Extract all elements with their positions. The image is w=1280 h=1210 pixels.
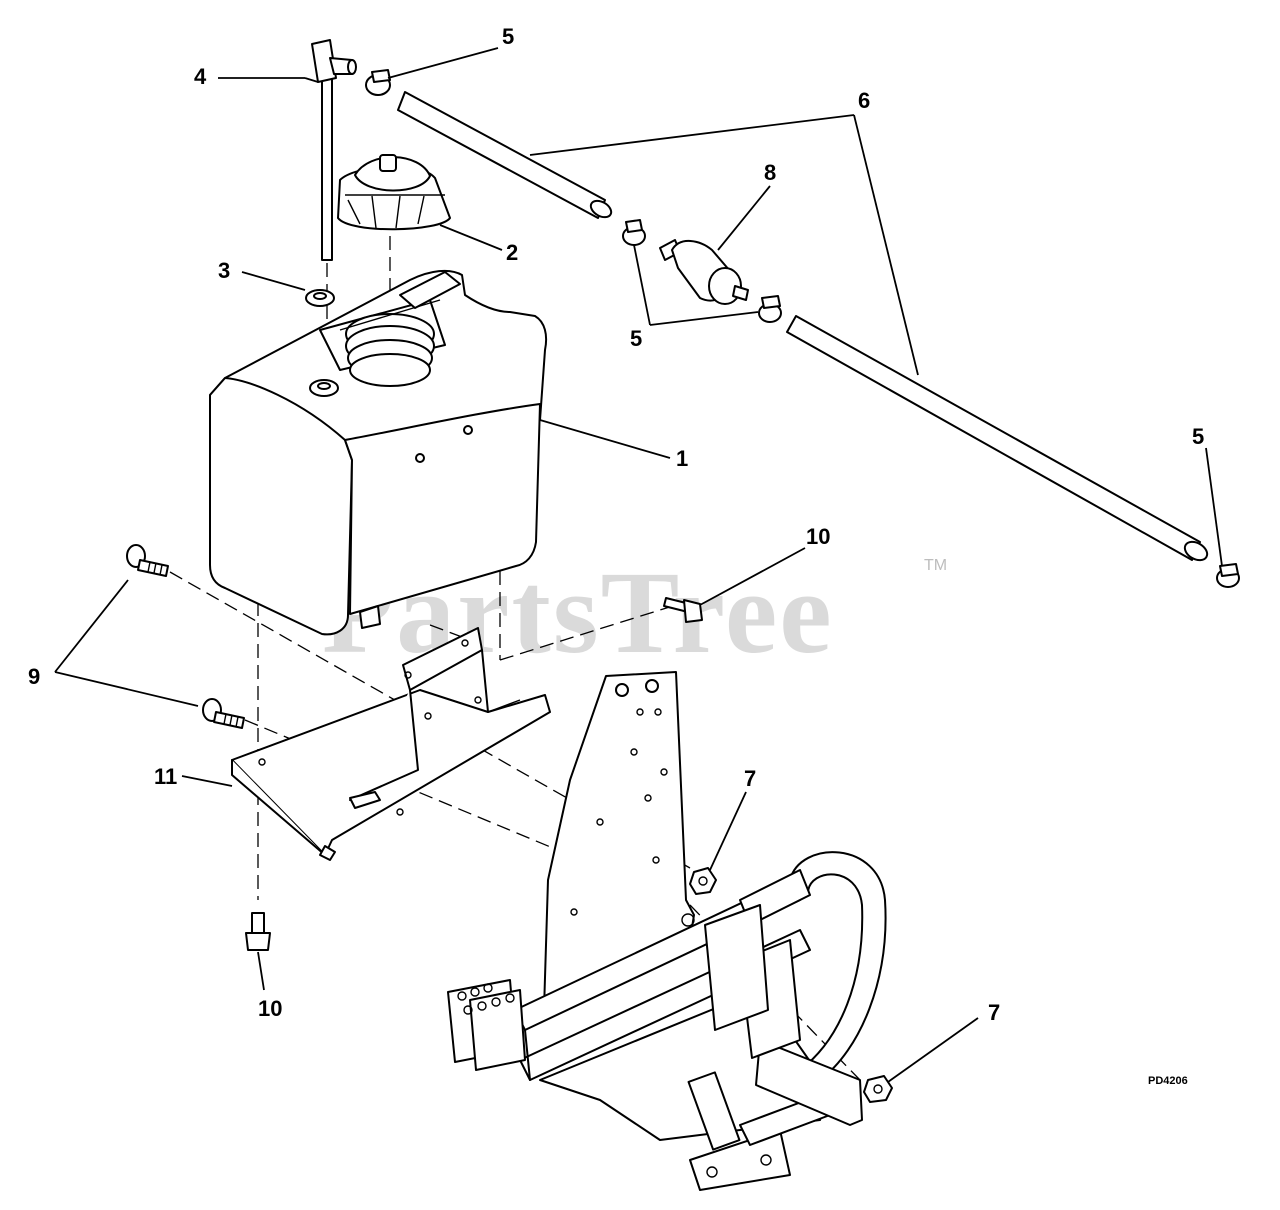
- callout-5-right: 5: [1192, 424, 1204, 449]
- nuts: [689, 867, 893, 1103]
- pickup-tube: [311, 39, 357, 261]
- bolts: [126, 544, 245, 729]
- callout-8: 8: [764, 160, 776, 185]
- callout-7-lower: 7: [988, 1000, 1000, 1025]
- callout-11: 11: [154, 764, 177, 789]
- fuel-cap: [337, 154, 451, 231]
- callout-10-upper: 10: [806, 524, 830, 549]
- callout-3: 3: [218, 258, 230, 283]
- fuel-filter: [659, 239, 749, 305]
- callout-10-lower: 10: [258, 996, 282, 1021]
- callout-5-filter: 5: [630, 326, 642, 351]
- callout-1: 1: [676, 446, 688, 471]
- drawing-code: PD4206: [1148, 1075, 1188, 1087]
- callout-7-upper: 7: [744, 766, 756, 791]
- grommets: [305, 289, 339, 397]
- callout-labels: 1 2 3 4 5 5 5 6 7 7 8 9 10 10 11 PD4206: [28, 24, 1204, 1087]
- callout-2: 2: [506, 240, 518, 265]
- fuel-lines: [397, 91, 1209, 562]
- mower-frame: [447, 671, 887, 1191]
- callout-4: 4: [194, 64, 207, 89]
- fuel-tank: [209, 269, 548, 636]
- callout-9: 9: [28, 664, 40, 689]
- callout-6: 6: [858, 88, 870, 113]
- tank-tray: [231, 627, 551, 861]
- watermark-trademark: TM: [924, 557, 947, 574]
- callout-5-top: 5: [502, 24, 514, 49]
- leader-lines: [54, 47, 1223, 1083]
- hose-clamps: [365, 69, 1240, 588]
- screws: [245, 597, 703, 951]
